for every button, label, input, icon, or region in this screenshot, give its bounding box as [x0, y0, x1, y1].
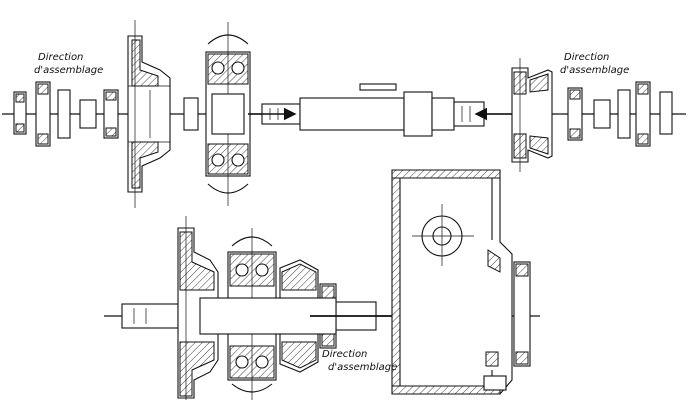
input-shaft [121, 303, 179, 329]
right-flange-housing [511, 58, 553, 172]
side-cover [513, 261, 531, 367]
top-exploded-assembly: Direction d'assemblage Direction d'assem… [2, 20, 686, 208]
left-flange-housing [127, 20, 171, 208]
worm-wheel-assembly [205, 22, 251, 206]
right-bearing-stack [567, 81, 673, 147]
shaft-key [359, 83, 397, 91]
top-right-assemblage-label: d'assemblage [560, 65, 629, 76]
top-left-direction-label: Direction [38, 52, 83, 63]
bottom-flange-housing [177, 216, 219, 400]
left-bearing-stack [13, 81, 119, 147]
gearbox-casing [391, 169, 513, 395]
top-shaft [261, 83, 485, 137]
bottom-assemblage-label: d'assemblage [328, 362, 397, 373]
bottom-direction-label: Direction [322, 349, 367, 360]
top-left-assemblage-label: d'assemblage [34, 65, 103, 76]
bottom-assembly: Direction d'assemblage [104, 169, 540, 400]
spacer [183, 97, 199, 131]
top-right-direction-label: Direction [564, 52, 609, 63]
